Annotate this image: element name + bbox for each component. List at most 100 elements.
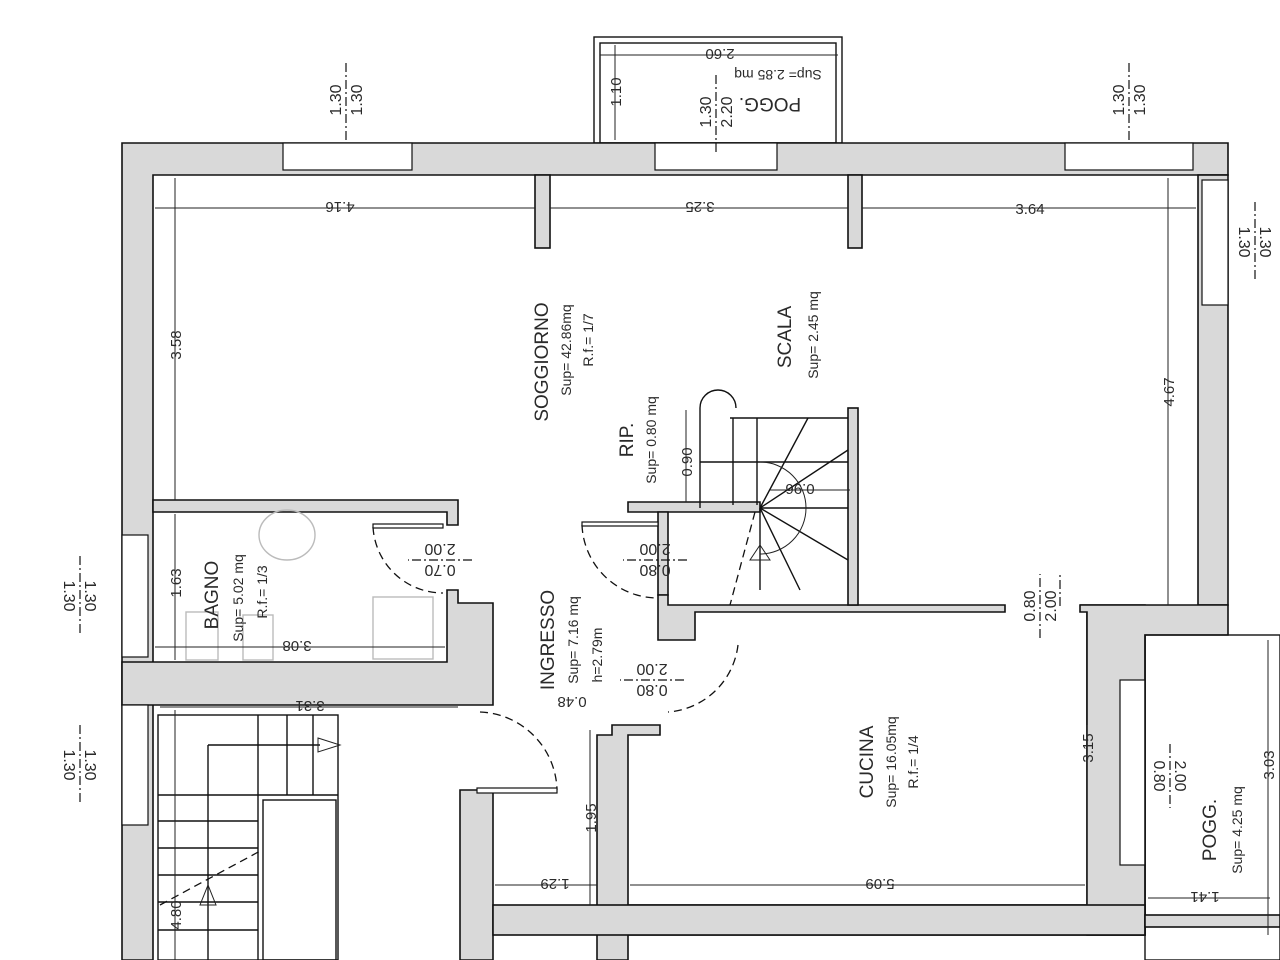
room-area: Sup= 4.25 mq — [1229, 786, 1245, 874]
opening-height: 2.20 — [719, 96, 736, 127]
bagno-fixtures — [185, 509, 434, 661]
opening-door-cucina: 0.80 2.00 — [1022, 574, 1060, 638]
dim-label: 1.95 — [583, 803, 600, 832]
opening-width: 1.30 — [698, 96, 715, 127]
opening-win-top-right: 1.30 1.30 — [1111, 60, 1149, 140]
walls — [121, 142, 1229, 960]
dimension-labels: 4.16 3.25 3.64 3.58 4.67 1.63 3.08 3.31 … — [168, 45, 1278, 930]
opening-width: 1.30 — [328, 84, 345, 115]
doors — [372, 521, 739, 794]
internal-stair — [699, 389, 849, 606]
opening-height: 2.00 — [1043, 590, 1060, 621]
dim-label: 1.29 — [540, 875, 569, 892]
dim-label: 4.67 — [1161, 377, 1178, 406]
dim-label: 3.31 — [295, 697, 324, 714]
toilet — [185, 611, 219, 661]
outer-wall-top — [121, 142, 1229, 960]
ingresso-left-wall — [459, 789, 494, 960]
sink — [258, 509, 316, 561]
room-ingresso: INGRESSO Sup= 7.16 mq h=2.79m — [538, 590, 605, 690]
opening-width: 2.00 — [1171, 760, 1188, 791]
door-swing-rip — [581, 524, 659, 599]
opening-door-rip: 0.80 2.00 — [623, 540, 687, 578]
room-name: INGRESSO — [538, 590, 559, 690]
room-cucina: CUCINA Sup= 16.05mq R.f.= 1/4 — [857, 716, 921, 807]
opening-height: 2.00 — [636, 660, 667, 677]
scala-wall — [847, 407, 859, 606]
dim-label: 3.15 — [1080, 733, 1097, 762]
opening-win-bagno: 1.30 1.30 — [60, 556, 98, 636]
common-stair — [157, 714, 342, 960]
room-name: SOGGIORNO — [532, 302, 553, 421]
opening-win-stair: 1.30 1.30 — [60, 725, 98, 805]
opening-width: 0.70 — [424, 561, 455, 578]
opening-labels: 1.30 1.30 1.30 2.20 1.30 1.30 1.30 1.30 … — [60, 60, 1273, 808]
room-pogg-east: POGG. Sup= 4.25 mq — [1200, 786, 1245, 874]
room-height: h=2.79m — [589, 628, 605, 683]
opening-height: 1.30 — [1235, 226, 1252, 257]
room-area: Sup= 2.45 mq — [805, 291, 821, 379]
opening-height: 1.30 — [60, 749, 77, 780]
opening-height: 1.30 — [1132, 84, 1149, 115]
room-area: Sup= 42.86mq — [558, 304, 574, 395]
window-cucina — [1119, 679, 1146, 866]
room-rf: R.f.= 1/3 — [254, 565, 270, 619]
room-area: Sup= 0.80 mq — [643, 396, 659, 484]
opening-door-pogg-east: 2.00 0.80 — [1150, 744, 1188, 808]
room-area: Sup= 5.02 mq — [230, 554, 246, 642]
opening-width: 1.30 — [81, 749, 98, 780]
opening-width: 1.30 — [81, 580, 98, 611]
pier-2 — [847, 174, 863, 249]
opening-width: 0.80 — [639, 561, 670, 578]
lower-wall — [492, 904, 1146, 936]
room-soggiorno: SOGGIORNO Sup= 42.86mq R.f.= 1/7 — [532, 302, 596, 421]
opening-height: 2.00 — [424, 540, 455, 557]
room-area: Sup= 2.85 mq — [734, 67, 822, 83]
door-swing-bagno — [372, 526, 444, 594]
bidet — [242, 614, 274, 661]
opening-win-top-left: 1.30 1.30 — [328, 60, 366, 140]
room-rf: R.f.= 1/4 — [905, 735, 921, 789]
door-swing-ingresso — [479, 711, 558, 791]
dim-label: 1.63 — [168, 568, 185, 597]
window-top-right — [1064, 142, 1194, 171]
opening-height: 2.00 — [639, 540, 670, 557]
dim-label: 3.25 — [685, 198, 714, 215]
opening-door-balcony-north: 1.30 2.20 — [698, 72, 736, 152]
opening-door-ingresso: 0.80 2.00 — [620, 660, 684, 698]
opening-width: 1.30 — [1111, 84, 1128, 115]
pier-1 — [534, 174, 551, 249]
opening-door-bagno: 0.70 2.00 — [408, 540, 472, 578]
dim-label: 3.08 — [282, 637, 311, 654]
dim-label: 1.41 — [1190, 888, 1219, 905]
opening-height: 0.80 — [1150, 760, 1167, 791]
room-name: RIP. — [617, 423, 638, 458]
windows — [121, 142, 1229, 866]
room-name: POGG. — [1200, 799, 1221, 861]
dim-label: 3.58 — [168, 330, 185, 359]
dim-label: 0.90 — [679, 447, 696, 476]
dim-label: 4.16 — [325, 198, 354, 215]
door-swing-cucina — [667, 644, 739, 713]
opening-width: 0.80 — [1022, 590, 1039, 621]
rip-wall — [627, 501, 761, 513]
bagno-right-wall — [121, 589, 494, 706]
room-area: Sup= 16.05mq — [883, 716, 899, 807]
dim-label: 3.64 — [1015, 201, 1044, 218]
dim-label: 0.48 — [557, 693, 586, 710]
room-name: BAGNO — [202, 561, 223, 630]
dim-label: 4.80 — [168, 900, 185, 929]
room-bagno: BAGNO Sup= 5.02 mq R.f.= 1/3 — [202, 554, 270, 642]
room-rip: RIP. Sup= 0.80 mq — [617, 396, 659, 484]
dim-label: 3.03 — [1261, 750, 1278, 779]
opening-height: 1.30 — [60, 580, 77, 611]
window-bagno — [121, 534, 149, 658]
window-right — [1201, 179, 1229, 306]
room-area: Sup= 7.16 mq — [565, 596, 581, 684]
opening-width: 0.80 — [636, 681, 667, 698]
window-stair — [121, 704, 149, 826]
dim-label: 5.09 — [865, 875, 894, 892]
room-name: SCALA — [775, 306, 796, 369]
window-top-left — [282, 142, 413, 171]
opening-width: 1.30 — [1256, 226, 1273, 257]
